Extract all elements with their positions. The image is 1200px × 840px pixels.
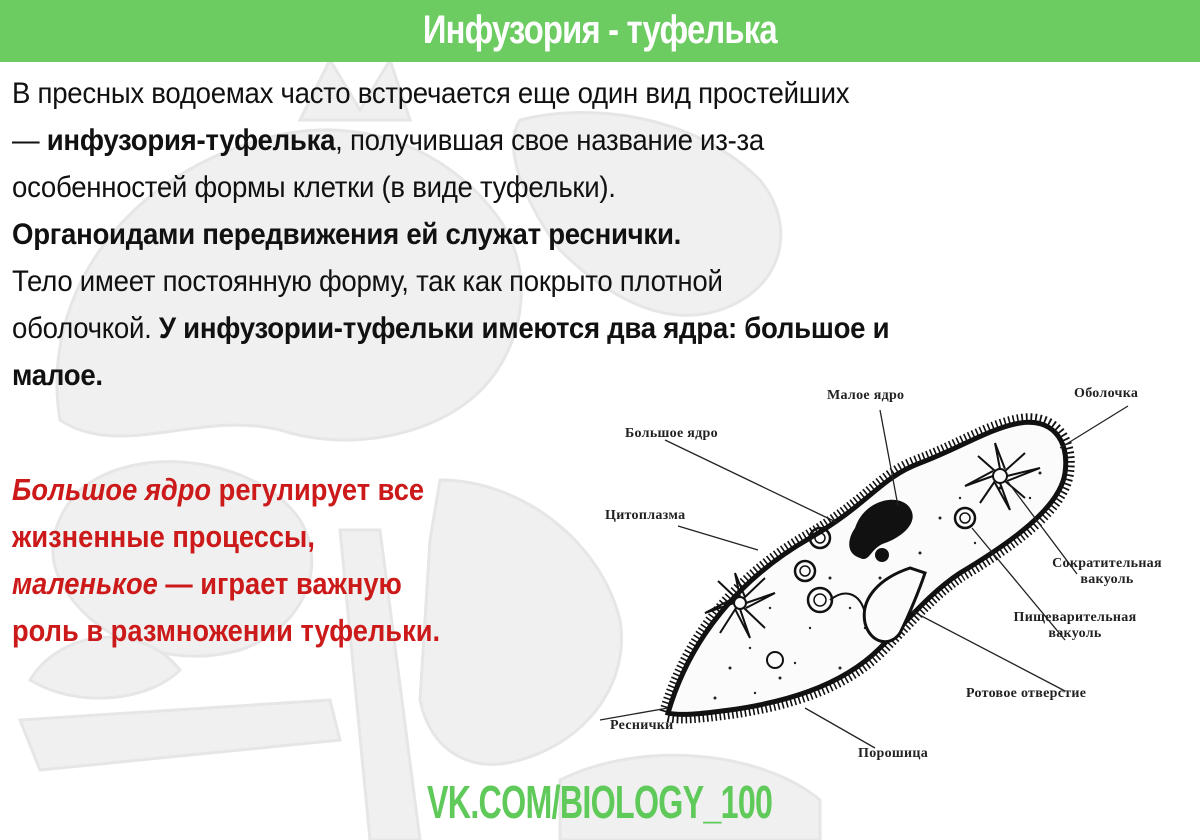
note-text-span: регулирует все	[211, 472, 425, 507]
label-anal-pore: Порошица	[858, 746, 929, 761]
intro-line: В пресных водоемах часто встречается еще…	[12, 70, 1098, 117]
label-contractile-vacuole: Сократительная вакуоль	[1032, 556, 1182, 588]
intro-line: оболочкой. У инфузории-туфельки имеются …	[12, 305, 1098, 352]
note-line: роль в размножении туфельки.	[12, 607, 522, 654]
intro-text-span: особенностей формы клетки (в виде туфель…	[12, 171, 616, 204]
note-line: маленькое — играет важную	[12, 560, 522, 607]
nuclei-statement-end: малое.	[12, 359, 103, 392]
nuclei-function-note: Большое ядро регулирует все жизненные пр…	[12, 466, 592, 654]
term-infusoria: инфузория-туфелька	[46, 124, 336, 157]
page-title: Инфузория - туфелька	[423, 7, 778, 52]
label-membrane: Оболочка	[1074, 386, 1139, 401]
intro-line: Органоидами передвижения ей служат ресни…	[12, 211, 1098, 258]
intro-text: В пресных водоемах часто встречается еще…	[12, 70, 1192, 399]
label-cytoplasm: Цитоплазма	[605, 508, 686, 523]
note-text-span: роль в размножении туфельки.	[12, 613, 441, 648]
intro-line: — инфузория-туфелька, получившая свое на…	[12, 117, 1098, 164]
vk-group-link[interactable]: VK.COM/BIOLOGY_100	[427, 776, 773, 828]
note-text-span: — играет важную	[157, 566, 402, 601]
paramecium-diagram: Малое ядро Оболочка Большое ядро Цитопла…	[580, 378, 1200, 768]
term-large-nucleus: Большое ядро	[12, 472, 212, 507]
label-large-nucleus: Большое ядро	[625, 426, 718, 441]
label-digestive-vacuole: Пищеварительная вакуоль	[995, 610, 1155, 642]
intro-line: Тело имеет постоянную форму, так как пок…	[12, 258, 1098, 305]
intro-text-span: —	[12, 124, 47, 157]
paramecium-illustration	[599, 405, 1129, 749]
title-bar: Инфузория - туфелька	[0, 0, 1200, 62]
intro-line: особенностей формы клетки (в виде туфель…	[12, 164, 1098, 211]
locomotion-statement: Органоидами передвижения ей служат ресни…	[12, 218, 682, 251]
label-contractile-vacuole-line2: вакуоль	[1080, 572, 1134, 587]
intro-text-span: Тело имеет постоянную форму, так как пок…	[12, 265, 723, 298]
label-small-nucleus: Малое ядро	[827, 388, 905, 403]
intro-text-span: В пресных водоемах часто встречается еще…	[12, 77, 850, 110]
label-cilia: Реснички	[610, 718, 674, 733]
intro-text-span: оболочкой.	[12, 312, 159, 345]
footer: VK.COM/BIOLOGY_100	[0, 775, 1200, 829]
label-mouth-opening: Ротовое отверстие	[966, 686, 1087, 701]
note-line: Большое ядро регулирует все	[12, 466, 522, 513]
label-digestive-vacuole-line1: Пищеварительная	[1013, 610, 1137, 625]
term-small-nucleus: маленькое	[12, 566, 158, 601]
note-line: жизненные процессы,	[12, 513, 522, 560]
nuclei-statement: У инфузории-туфельки имеются два ядра: б…	[158, 312, 890, 345]
intro-text-span: , получившая свое название из-за	[335, 124, 764, 157]
label-digestive-vacuole-line2: вакуоль	[1048, 626, 1102, 641]
label-contractile-vacuole-line1: Сократительная	[1052, 556, 1162, 571]
note-text-span: жизненные процессы,	[12, 519, 315, 554]
